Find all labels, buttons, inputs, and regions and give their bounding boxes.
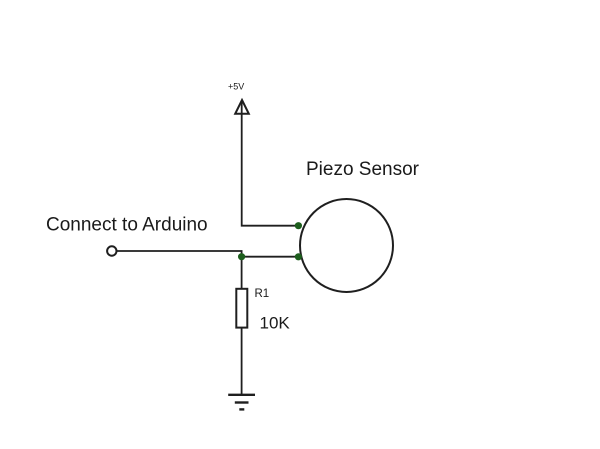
piezo-body	[299, 198, 394, 293]
resistor-ref-label: R1	[255, 288, 270, 300]
vcc-wire	[240, 102, 299, 227]
resistor-body	[235, 287, 249, 329]
ground-symbol-icon	[228, 393, 255, 411]
piezo-label: Piezo Sensor	[306, 159, 420, 180]
junction-dot-top	[294, 222, 302, 230]
resistor-value-label: 10K	[260, 314, 291, 333]
vcc-symbol: +5V	[228, 82, 299, 227]
arduino-wire	[116, 250, 299, 258]
arduino-terminal-icon	[106, 245, 118, 257]
junction-dot-bottom	[294, 253, 302, 261]
vcc-label: +5V	[228, 82, 244, 92]
junction-dot-mid	[238, 253, 246, 261]
arduino-label: Connect to Arduino	[46, 215, 208, 236]
